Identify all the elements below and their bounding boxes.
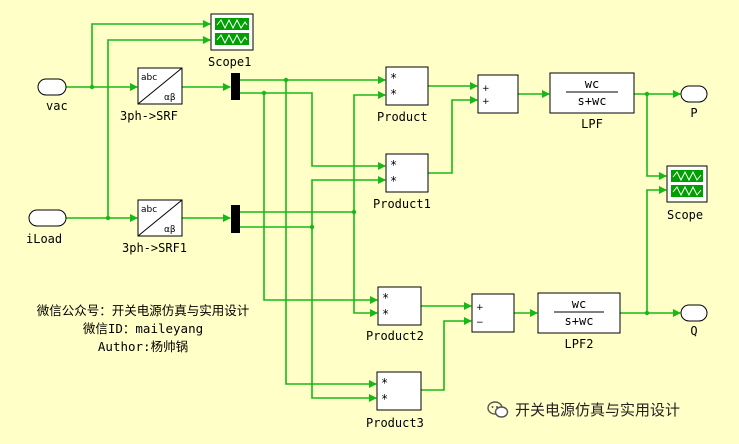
svg-text:*: * bbox=[381, 392, 388, 406]
product-block[interactable]: * * Product bbox=[377, 66, 429, 124]
wires bbox=[66, 20, 681, 402]
scope1-label: Scope1 bbox=[208, 55, 251, 69]
svg-text:wc: wc bbox=[572, 297, 586, 311]
svg-text:+: + bbox=[482, 97, 490, 107]
note-line-3: Author:杨帅锅 bbox=[97, 339, 189, 354]
lpf2-block[interactable]: wc s+wc LPF2 bbox=[537, 292, 621, 351]
outport-p[interactable]: P bbox=[680, 85, 708, 120]
outport-q[interactable]: Q bbox=[680, 304, 708, 338]
outport-p-label: P bbox=[690, 106, 697, 120]
svg-text:*: * bbox=[390, 174, 397, 188]
watermark: 开关电源仿真与实用设计 bbox=[487, 399, 680, 420]
svg-text:αβ: αβ bbox=[164, 225, 176, 235]
scope-block[interactable]: Scope bbox=[666, 165, 708, 222]
lpf-block[interactable]: wc s+wc LPF bbox=[549, 72, 635, 131]
svg-text:*: * bbox=[382, 307, 389, 321]
inport-iload[interactable]: iLoad bbox=[26, 209, 67, 246]
inport-vac-label: vac bbox=[46, 99, 68, 113]
note-line-2: 微信ID：maileyang bbox=[82, 321, 204, 336]
svg-text:abc: abc bbox=[141, 205, 157, 215]
author-note: 微信公众号：开关电源仿真与实用设计 微信ID：maileyang Author:… bbox=[8, 302, 278, 356]
svg-text:*: * bbox=[390, 87, 397, 101]
inport-iload-label: iLoad bbox=[26, 232, 62, 246]
svg-text:wc: wc bbox=[585, 77, 599, 91]
sum-block-p[interactable]: + + bbox=[477, 74, 519, 114]
scope1-block[interactable]: Scope1 bbox=[208, 13, 254, 69]
product3-label: Product3 bbox=[366, 416, 424, 430]
svg-text:+: + bbox=[482, 84, 490, 94]
product1-label: Product1 bbox=[373, 197, 431, 211]
svg-text:*: * bbox=[390, 158, 397, 172]
scope-label: Scope bbox=[667, 208, 703, 222]
srf1-label: 3ph->SRF1 bbox=[122, 241, 187, 255]
svg-text:*: * bbox=[382, 291, 389, 305]
lpf-label: LPF bbox=[581, 117, 603, 131]
product1-block[interactable]: * * Product1 bbox=[373, 153, 431, 211]
svg-text:s+wc: s+wc bbox=[565, 314, 594, 328]
svg-text:*: * bbox=[381, 376, 388, 390]
inport-vac[interactable]: vac bbox=[37, 78, 68, 113]
svg-text:s+wc: s+wc bbox=[578, 94, 607, 108]
lpf2-label: LPF2 bbox=[565, 337, 594, 351]
srf-block[interactable]: abc αβ 3ph->SRF bbox=[120, 67, 183, 123]
svg-text:*: * bbox=[390, 71, 397, 85]
product2-block[interactable]: * * Product2 bbox=[366, 286, 424, 343]
svg-text:+: + bbox=[476, 303, 484, 313]
outport-q-label: Q bbox=[690, 324, 697, 338]
product-label: Product bbox=[377, 110, 428, 124]
product2-label: Product2 bbox=[366, 329, 424, 343]
note-line-1: 微信公众号：开关电源仿真与实用设计 bbox=[36, 303, 250, 318]
svg-text:αβ: αβ bbox=[164, 93, 176, 103]
svg-text:abc: abc bbox=[141, 73, 157, 83]
svg-text:−: − bbox=[476, 318, 484, 328]
demux-1[interactable] bbox=[231, 73, 240, 100]
demux-2[interactable] bbox=[231, 205, 240, 233]
srf1-block[interactable]: abc αβ 3ph->SRF1 bbox=[122, 199, 187, 255]
srf-label: 3ph->SRF bbox=[120, 109, 178, 123]
sum-block-q[interactable]: + − bbox=[471, 293, 515, 333]
product3-block[interactable]: * * Product3 bbox=[366, 371, 424, 430]
watermark-text: 开关电源仿真与实用设计 bbox=[515, 401, 681, 419]
wechat-icon bbox=[487, 400, 509, 418]
